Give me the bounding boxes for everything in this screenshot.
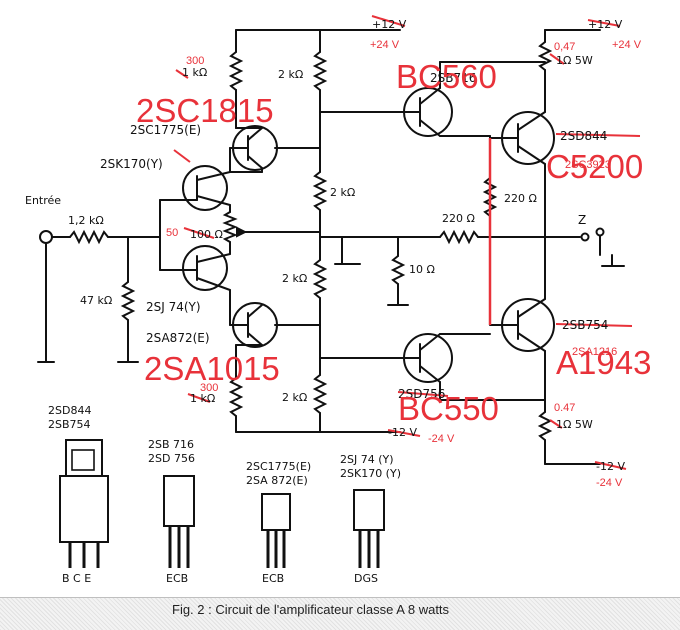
package-to3p: 2SD844 2SB754 B C E — [48, 404, 109, 585]
input-resistor — [69, 229, 109, 245]
svg-text:0,47: 0,47 — [554, 41, 575, 53]
q4-replacement: BC550 — [398, 390, 499, 427]
q5-replacement: C5200 — [546, 148, 643, 185]
svg-text:220 Ω: 220 Ω — [504, 192, 537, 205]
r-220-vertical — [482, 177, 498, 217]
svg-text:2SB754: 2SB754 — [48, 418, 91, 431]
fet-2sk170 — [182, 165, 228, 211]
svg-text:47 kΩ: 47 kΩ — [80, 294, 112, 307]
r-2k-c — [312, 259, 328, 299]
r-2k-a — [312, 51, 328, 91]
svg-text:50: 50 — [166, 227, 178, 239]
r-2k-d — [312, 374, 328, 414]
svg-text:2SA872(E): 2SA872(E) — [146, 331, 210, 345]
svg-text:300: 300 — [186, 55, 204, 67]
svg-text:2 kΩ: 2 kΩ — [330, 186, 355, 199]
r-top-1k — [228, 51, 244, 91]
svg-text:2SC3923: 2SC3923 — [565, 159, 611, 171]
svg-text:-24 V: -24 V — [428, 433, 455, 445]
svg-text:100 Ω: 100 Ω — [190, 228, 223, 241]
r-2k-b — [312, 171, 328, 211]
svg-text:+12 V: +12 V — [588, 18, 623, 31]
package-to92: 2SC1775(E) 2SA 872(E) ECB — [246, 460, 311, 585]
svg-text:1Ω 5W: 1Ω 5W — [556, 418, 593, 431]
svg-text:220 Ω: 220 Ω — [442, 212, 475, 225]
caption-bar: Fig. 2 : Circuit de l'amplificateur clas… — [0, 597, 680, 630]
r-emitter-bot — [537, 411, 553, 441]
svg-text:2 kΩ: 2 kΩ — [282, 391, 307, 404]
r-bot-1k — [228, 377, 244, 417]
svg-text:DGS: DGS — [354, 572, 378, 585]
svg-text:2SJ 74 (Y): 2SJ 74 (Y) — [340, 453, 394, 466]
output-terminal — [580, 232, 590, 242]
svg-text:B C E: B C E — [62, 572, 91, 585]
svg-text:2SA1216: 2SA1216 — [572, 346, 617, 358]
q3-replacement: BC560 — [396, 58, 497, 95]
svg-text:2SC1775(E): 2SC1775(E) — [130, 123, 201, 137]
q1-replacement: 2SC1815 — [136, 92, 274, 129]
input-label: Entrée — [25, 194, 61, 207]
svg-text:1 kΩ: 1 kΩ — [190, 392, 215, 405]
svg-text:2SB754: 2SB754 — [562, 318, 608, 332]
svg-text:1Ω 5W: 1Ω 5W — [556, 54, 593, 67]
input-jack — [39, 230, 53, 244]
svg-text:-12 V: -12 V — [596, 460, 625, 473]
svg-text:+12 V: +12 V — [372, 18, 407, 31]
svg-text:2SD844: 2SD844 — [560, 129, 607, 143]
svg-text:0.47: 0.47 — [554, 402, 575, 414]
figure-caption: Fig. 2 : Circuit de l'amplificateur clas… — [172, 602, 450, 617]
svg-text:2SD844: 2SD844 — [48, 404, 91, 417]
svg-text:-24 V: -24 V — [596, 477, 623, 489]
svg-text:+24 V: +24 V — [370, 39, 400, 51]
q2-replacement: 2SA1015 — [144, 350, 280, 387]
svg-text:ECB: ECB — [262, 572, 284, 585]
amplifier-schematic: Entrée 1,2 kΩ 47 kΩ 1 kΩ 1 kΩ 2 kΩ 2 kΩ … — [25, 15, 651, 585]
svg-text:1,2 kΩ: 1,2 kΩ — [68, 214, 104, 227]
svg-text:2SK170(Y): 2SK170(Y) — [100, 157, 163, 171]
svg-text:ECB: ECB — [166, 572, 188, 585]
r-emitter-top — [537, 41, 553, 71]
package-fet: 2SJ 74 (Y) 2SK170 (Y) DGS — [340, 453, 401, 585]
svg-text:Z: Z — [578, 213, 586, 227]
svg-text:+24 V: +24 V — [612, 39, 642, 51]
svg-text:2 kΩ: 2 kΩ — [278, 68, 303, 81]
svg-text:2SD756: 2SD756 — [398, 387, 445, 401]
svg-text:10 Ω: 10 Ω — [409, 263, 435, 276]
q6-replacement: A1943 — [556, 344, 651, 381]
svg-text:2 kΩ: 2 kΩ — [282, 272, 307, 285]
r-220-horizontal — [439, 229, 479, 245]
svg-text:1 kΩ: 1 kΩ — [182, 66, 207, 79]
svg-text:-12 V: -12 V — [388, 426, 417, 439]
svg-text:2SA 872(E): 2SA 872(E) — [246, 474, 308, 487]
svg-text:2SD 756: 2SD 756 — [148, 452, 195, 465]
svg-text:2SK170 (Y): 2SK170 (Y) — [340, 467, 401, 480]
bias-pot — [222, 211, 238, 243]
package-to126: 2SB 716 2SD 756 ECB — [148, 438, 195, 585]
svg-text:2SB716: 2SB716 — [430, 71, 476, 85]
svg-text:2SB 716: 2SB 716 — [148, 438, 194, 451]
svg-text:2SJ 74(Y): 2SJ 74(Y) — [146, 300, 201, 314]
svg-text:300: 300 — [200, 382, 218, 394]
r47k-resistor — [120, 281, 136, 321]
r-10 — [390, 255, 406, 285]
svg-text:2SC1775(E): 2SC1775(E) — [246, 460, 311, 473]
fet-2sj74 — [182, 245, 228, 291]
